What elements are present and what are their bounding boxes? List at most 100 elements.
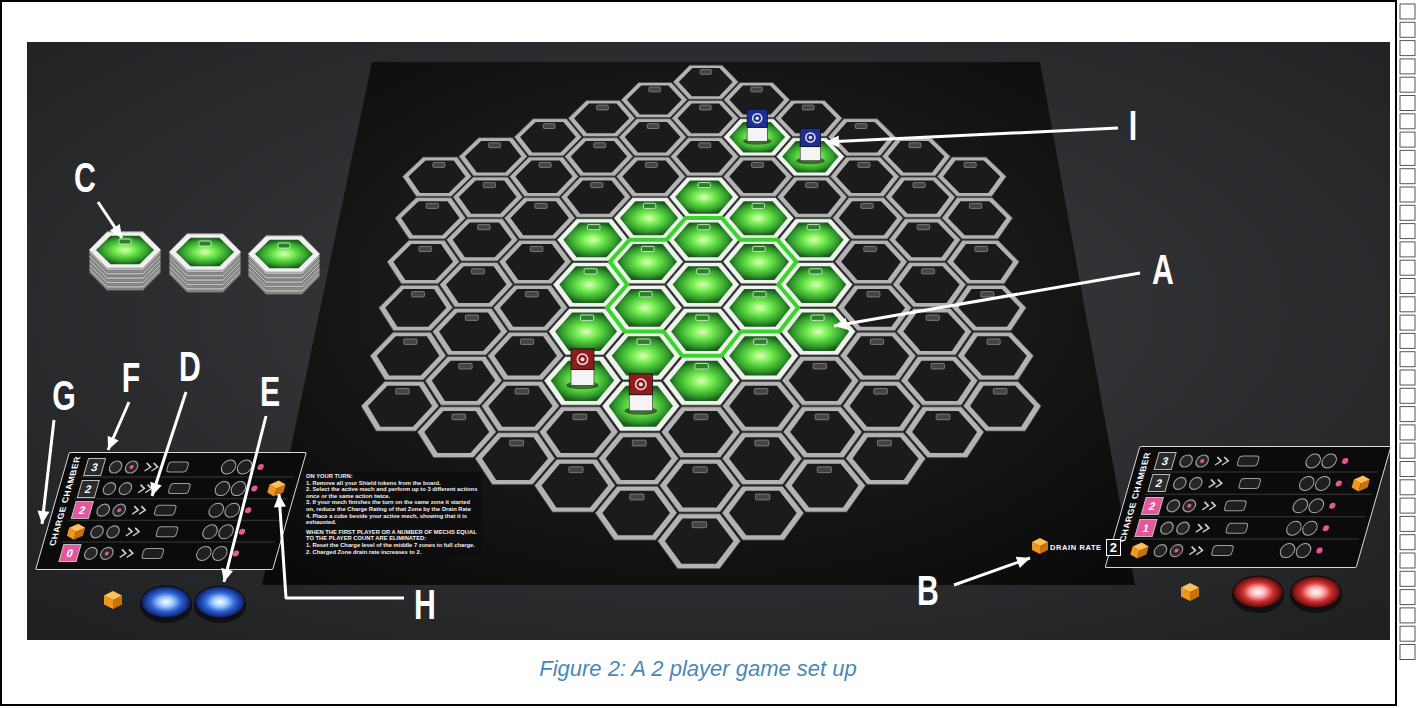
zone-face (729, 386, 793, 427)
action-icon (1314, 476, 1332, 490)
outline-edge (663, 331, 682, 355)
zone-face (606, 437, 672, 480)
table-cell (1400, 626, 1415, 641)
zone-icon (412, 292, 425, 297)
zone-face (393, 244, 453, 280)
drain-rate-value: 2 (1106, 539, 1121, 556)
zone-icon (877, 440, 891, 446)
table-cell (1400, 260, 1415, 275)
mech-icon-core (639, 382, 643, 386)
action-icon (1291, 499, 1309, 513)
zone-face (895, 222, 954, 257)
zone-icon (535, 203, 547, 208)
orange-cube (1129, 543, 1150, 559)
zone-rim (658, 514, 741, 569)
zone-icon (632, 440, 646, 446)
outline-edge (610, 240, 630, 262)
zone-icon (639, 292, 652, 297)
charge-number: 2 (77, 504, 87, 516)
zone-icon (404, 339, 417, 344)
zone-icon (696, 315, 709, 320)
charge-level-cell: 0 (58, 544, 81, 562)
callout-letter: H (414, 584, 436, 626)
zone-face (943, 161, 1000, 193)
zone-face (446, 266, 507, 303)
action-icon (195, 546, 213, 560)
zone-face (675, 181, 733, 214)
table-cell (1400, 205, 1415, 220)
charge-number: 2 (84, 483, 94, 495)
row-divider (62, 541, 275, 542)
zone-icon (936, 414, 950, 420)
orange-cube (66, 524, 87, 540)
zone-face (500, 289, 561, 327)
zone-icon (811, 315, 824, 320)
zone-icon (975, 246, 988, 251)
token-icon (199, 241, 211, 246)
mech-base (629, 395, 652, 411)
zone-icon (478, 225, 490, 230)
action-icon (1194, 455, 1209, 467)
leader-arrow (108, 402, 129, 450)
action-icon (1307, 499, 1325, 513)
zone-face (679, 68, 733, 96)
outline-edge (607, 285, 627, 308)
charge-dot (1328, 503, 1336, 509)
zone-icon (806, 183, 818, 188)
zone-face (515, 161, 572, 193)
zone-icon (452, 414, 466, 420)
token-face (255, 240, 313, 269)
rules-line: 1. Remove all your Shield tokens from th… (306, 480, 480, 487)
zone-face (792, 464, 859, 508)
game-mat (262, 62, 1135, 585)
arrowhead (221, 568, 233, 582)
arrowhead (110, 224, 122, 238)
charge-level-cell: 3 (1154, 452, 1177, 470)
zone-face (555, 312, 617, 351)
table-cell (1400, 388, 1415, 403)
outline-edge (778, 285, 798, 308)
orange-cube (266, 481, 287, 497)
table-cell (1400, 553, 1415, 568)
table-cell (1400, 333, 1415, 348)
zone-face (368, 386, 432, 427)
action-icon (1301, 521, 1319, 535)
charge-dot (1322, 525, 1330, 531)
move-chevrons (120, 549, 134, 557)
zone-face (620, 201, 678, 235)
zone-face (790, 411, 855, 453)
zone-face (892, 181, 950, 214)
row-divider (75, 498, 288, 499)
action-icon (168, 484, 191, 494)
zone-icon (637, 339, 650, 344)
action-icon (217, 525, 235, 539)
zone-face (959, 289, 1020, 327)
action-icon (1175, 522, 1190, 534)
outline-edge (607, 308, 625, 332)
token-face (1233, 576, 1283, 608)
outline-edge (625, 329, 664, 333)
rules-line: 1. Reset the Charge level of the middle … (306, 542, 480, 549)
table-cell (1400, 77, 1415, 92)
action-icon (236, 460, 254, 474)
action-icon (207, 503, 225, 517)
zone-icon (861, 203, 873, 208)
charge-dot (257, 464, 265, 470)
rules-panel: ON YOUR TURN:1. Remove all your Shield t… (304, 472, 482, 556)
table-cell (1400, 41, 1415, 56)
row-divider (81, 477, 294, 478)
arrowhead (826, 135, 839, 147)
zone-face (432, 361, 496, 401)
zone-icon (694, 414, 708, 420)
drain-rate-box: DRAIN RATE2 (1050, 539, 1121, 556)
action-icon (156, 527, 179, 537)
zone-token-stack (169, 234, 241, 292)
mech-miniature (625, 374, 658, 415)
zone-icon (483, 183, 495, 188)
outline-edge (682, 354, 721, 358)
shield-token (140, 586, 192, 623)
page-frame (1, 1, 1396, 705)
zone-icon (981, 292, 994, 297)
zone-face (673, 266, 733, 303)
